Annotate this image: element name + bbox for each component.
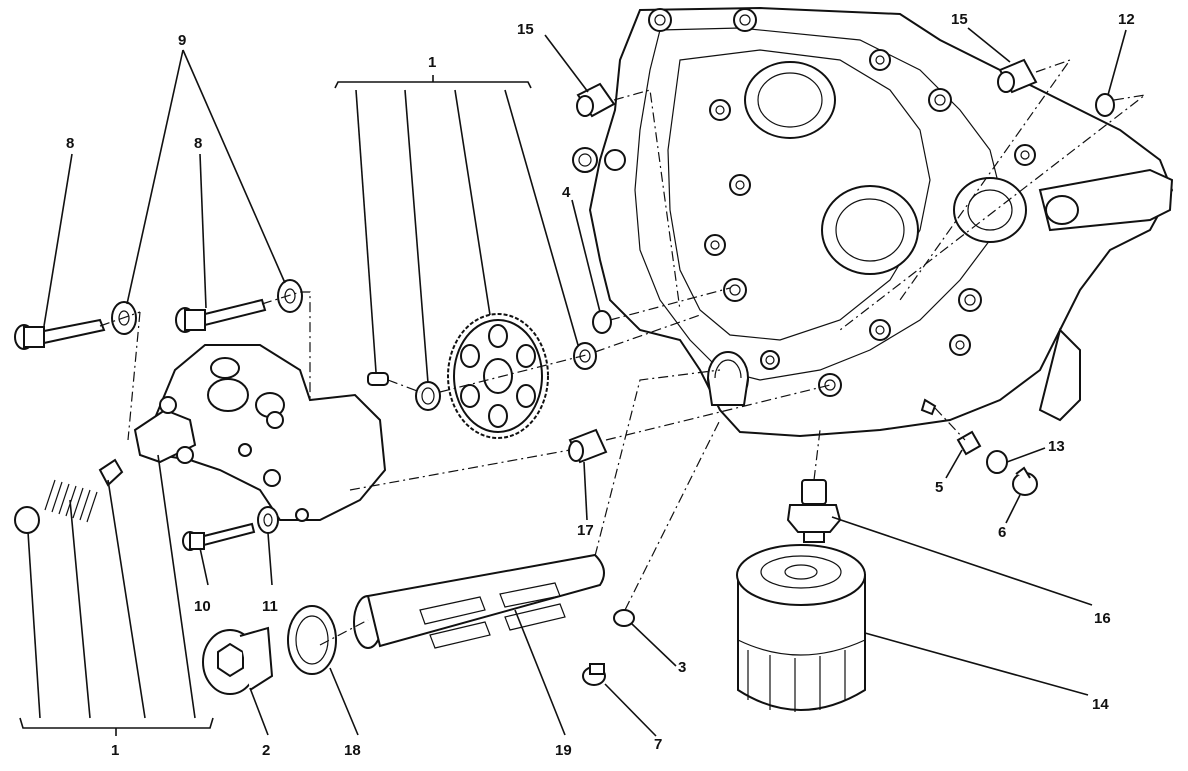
bolt-8-right: [175, 298, 267, 333]
bushing: [415, 381, 441, 411]
relief-valve-parts: [14, 458, 124, 534]
bushing-17: [568, 428, 608, 464]
callout-2: 2: [262, 742, 270, 759]
plug-5: [956, 430, 982, 456]
callout-19: 19: [555, 742, 572, 759]
callout-6: 6: [998, 524, 1006, 541]
callout-15-left: 15: [517, 21, 534, 38]
crankcase-housing: [572, 6, 1174, 438]
o-ring-4: [592, 310, 612, 334]
bolt-10: [182, 522, 256, 551]
callout-10: 10: [194, 598, 211, 615]
gear-ring: [573, 342, 597, 370]
oil-filter-14: [736, 544, 866, 712]
washer-3: [613, 609, 635, 627]
dowel-15-right: [997, 58, 1038, 94]
leader-lines: [19, 27, 1127, 737]
gasket-18: [287, 605, 337, 675]
callout-13: 13: [1048, 438, 1065, 455]
washer-13: [986, 450, 1008, 474]
callout-16: 16: [1094, 610, 1111, 627]
callout-1-bottom: 1: [111, 742, 119, 759]
callout-4: 4: [562, 184, 571, 201]
washer-11: [257, 506, 279, 534]
screw-7: [582, 663, 606, 686]
washer-9-right: [277, 279, 303, 313]
callout-17: 17: [577, 522, 594, 539]
pump-gear: [447, 313, 549, 439]
plug-6: [1012, 466, 1038, 496]
callout-18: 18: [344, 742, 361, 759]
callout-8-left: 8: [66, 135, 74, 152]
union-16: [786, 479, 842, 543]
callout-5: 5: [935, 479, 943, 496]
alignment-lines: [99, 58, 1146, 646]
callout-7: 7: [654, 736, 662, 753]
callout-12: 12: [1118, 11, 1135, 28]
oil-pump-body: [133, 344, 387, 522]
callout-14: 14: [1092, 696, 1109, 713]
callout-11: 11: [262, 598, 278, 615]
callout-9: 9: [178, 32, 186, 49]
cap-2: [202, 626, 274, 695]
dowel-15-left: [576, 82, 616, 118]
strainer-19: [353, 553, 605, 649]
pin: [367, 372, 389, 386]
bolt-8-left: [14, 318, 106, 350]
callout-labels: 1 1 2 3 4 5 6 7 8 8 9 10 11 12 13 14 15 …: [66, 11, 1135, 759]
callout-15-right: 15: [951, 11, 968, 28]
o-ring-12: [1095, 93, 1115, 117]
callout-1-top: 1: [428, 54, 436, 71]
callout-3: 3: [678, 659, 686, 676]
callout-8-right: 8: [194, 135, 202, 152]
